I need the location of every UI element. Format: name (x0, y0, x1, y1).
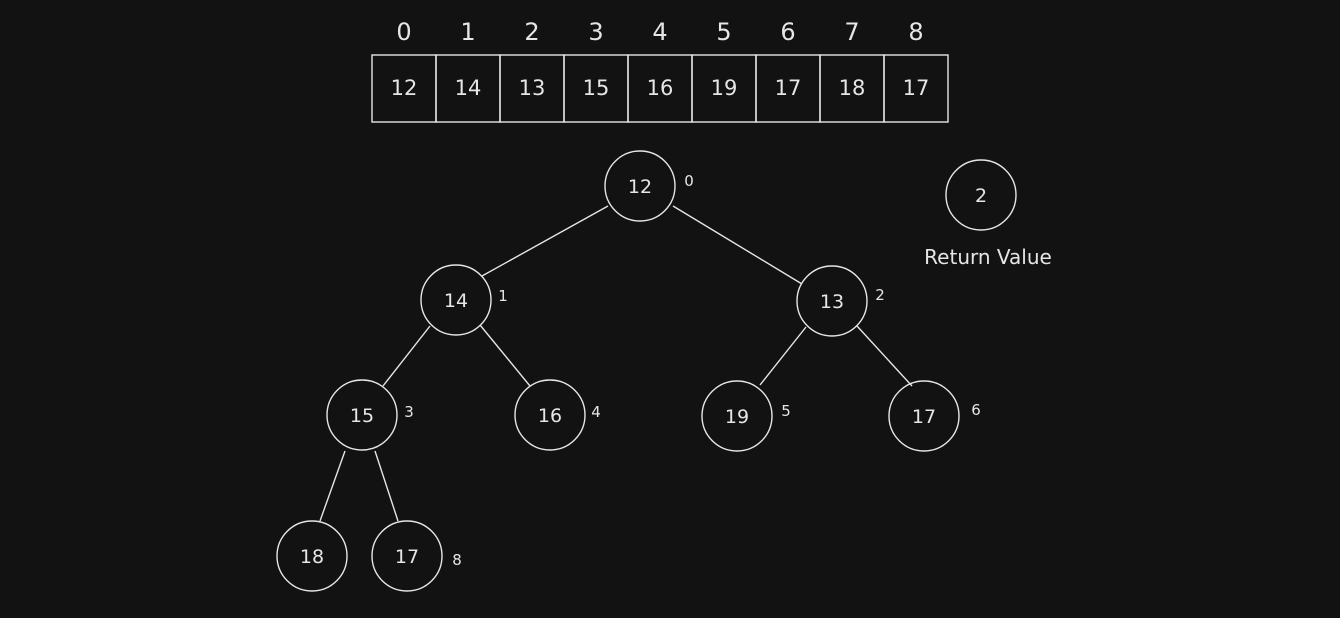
tree-node-index: 2 (875, 286, 885, 304)
tree-edge (856, 325, 913, 387)
tree-node: 18 (276, 520, 348, 592)
tree-edge (759, 326, 807, 386)
array-cells: 12 14 13 15 16 19 17 18 17 (371, 54, 949, 123)
array-cell-value: 12 (391, 76, 418, 100)
tree-edge (382, 325, 431, 387)
tree-node-circle (604, 150, 676, 222)
tree-edge (479, 324, 531, 387)
tree-node-index: 5 (781, 402, 791, 420)
tree-node-circle (371, 520, 443, 592)
array-index: 4 (652, 18, 667, 46)
tree-node: 15 3 (326, 379, 414, 451)
tree-edge (672, 205, 803, 285)
array-cell-value: 17 (903, 76, 930, 100)
tree-node-value: 15 (350, 405, 374, 427)
tree-node-index: 3 (404, 403, 414, 421)
array-index: 2 (524, 18, 539, 46)
return-value-number: 2 (975, 185, 987, 207)
tree-nodes: 12 0 14 1 13 2 15 3 16 4 19 5 (276, 150, 981, 592)
tree-node-circle (888, 380, 960, 452)
array-index: 6 (780, 18, 795, 46)
array-cell-value: 19 (711, 76, 738, 100)
tree-node-value: 18 (300, 546, 324, 568)
tree-node-circle (514, 379, 586, 451)
tree-node-index: 4 (591, 403, 601, 421)
tree-node: 12 0 (604, 150, 694, 222)
tree-edge (319, 450, 346, 522)
array-index: 8 (908, 18, 923, 46)
tree-node-circle (420, 264, 492, 336)
tree-edge (374, 450, 399, 522)
return-value: 2 Return Value (924, 159, 1052, 269)
tree-node-index: 8 (452, 551, 462, 569)
tree-node-circle (276, 520, 348, 592)
array-cell-value: 13 (519, 76, 546, 100)
tree-node: 13 2 (796, 265, 885, 337)
tree-node-value: 14 (444, 290, 468, 312)
tree-node-index: 1 (498, 287, 508, 305)
tree-node: 19 5 (701, 380, 791, 452)
tree-node-index: 6 (971, 401, 981, 419)
tree-node: 14 1 (420, 264, 508, 336)
array-index: 3 (588, 18, 603, 46)
tree-node-circle (326, 379, 398, 451)
array-cell-value: 17 (775, 76, 802, 100)
tree-node-value: 17 (395, 546, 419, 568)
tree-node-index: 0 (684, 172, 694, 190)
array-cell-value: 15 (583, 76, 610, 100)
array-cell (883, 54, 949, 123)
array-index: 5 (716, 18, 731, 46)
return-value-circle (945, 159, 1017, 231)
tree-node-value: 16 (538, 405, 562, 427)
tree-edges (319, 205, 913, 522)
array-cell-value: 18 (839, 76, 866, 100)
array-index: 7 (844, 18, 859, 46)
array-index: 1 (460, 18, 475, 46)
array-cell-value: 14 (455, 76, 482, 100)
tree-node-value: 17 (912, 406, 936, 428)
tree-node-circle (796, 265, 868, 337)
array-cell-value: 16 (647, 76, 674, 100)
tree-edge (481, 205, 609, 277)
array-indices: 0 1 2 3 4 5 6 7 8 (396, 18, 923, 46)
tree-node-value: 19 (725, 406, 749, 428)
tree-node: 17 6 (888, 380, 981, 452)
tree-node-circle (701, 380, 773, 452)
tree-node: 17 8 (371, 520, 462, 592)
tree-node: 16 4 (514, 379, 601, 451)
return-value-label: Return Value (924, 245, 1052, 269)
array-index: 0 (396, 18, 411, 46)
tree-node-value: 12 (628, 176, 652, 198)
tree-node-value: 13 (820, 291, 844, 313)
